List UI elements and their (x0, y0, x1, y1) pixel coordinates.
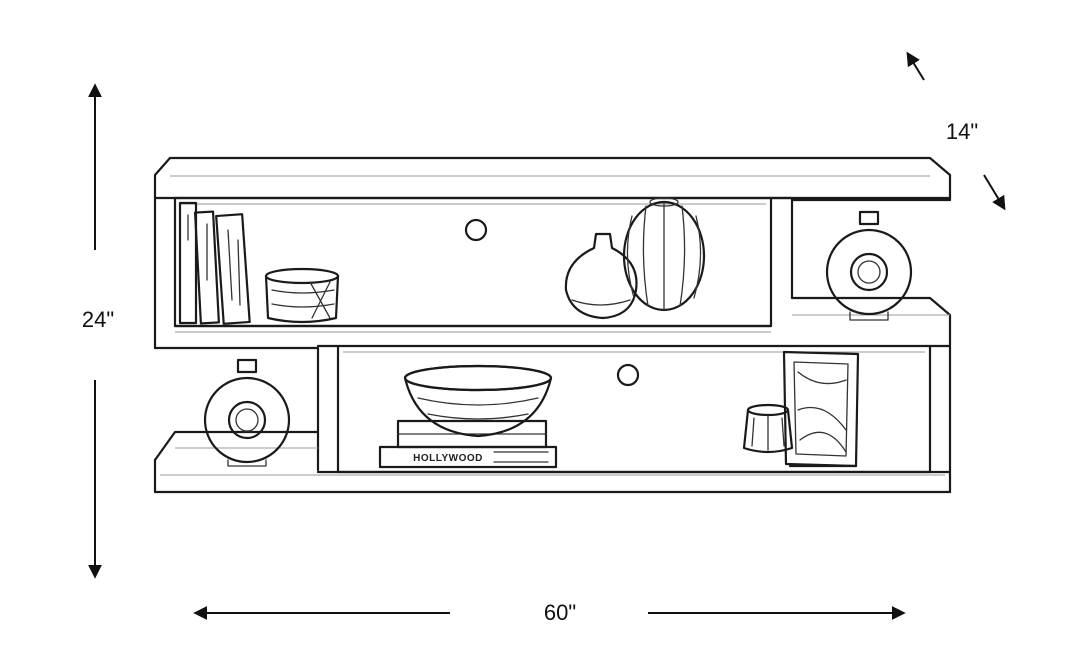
cable-hole-lower (616, 363, 640, 387)
book-spine-title: HOLLYWOOD (413, 453, 483, 464)
donut-vase-left (203, 358, 291, 467)
bookcase (153, 156, 952, 494)
width-dimension: 60" (193, 600, 906, 625)
decorative-bowl (403, 364, 553, 438)
height-dimension: 24" (82, 83, 114, 579)
right-step-ledge (790, 296, 952, 347)
left-step-ledge (153, 430, 320, 462)
ribbed-vase (622, 197, 706, 312)
upper-right-notch (790, 196, 952, 202)
depth-label: 14" (946, 119, 978, 144)
height-label: 24" (82, 307, 114, 332)
arrow-diagonal-icon (906, 51, 925, 81)
candle-holder (742, 403, 794, 454)
woven-basket (264, 267, 340, 324)
framed-picture (782, 350, 860, 468)
bottom-slab (153, 458, 952, 494)
top-shelf-slab (153, 156, 952, 200)
donut-vase-right (825, 210, 913, 321)
upper-decor (178, 197, 913, 325)
lower-decor: HOLLYWOOD (203, 350, 860, 469)
standing-books (178, 201, 251, 325)
width-label: 60" (544, 600, 576, 625)
depth-dimension: 14" (906, 51, 1006, 211)
cable-hole-upper (464, 218, 488, 242)
round-vase (564, 232, 638, 320)
middle-shelf-band (153, 346, 320, 472)
arrow-diagonal-icon (983, 174, 1006, 211)
upper-shelf-opening (173, 196, 773, 328)
stacked-books: HOLLYWOOD (378, 419, 558, 469)
